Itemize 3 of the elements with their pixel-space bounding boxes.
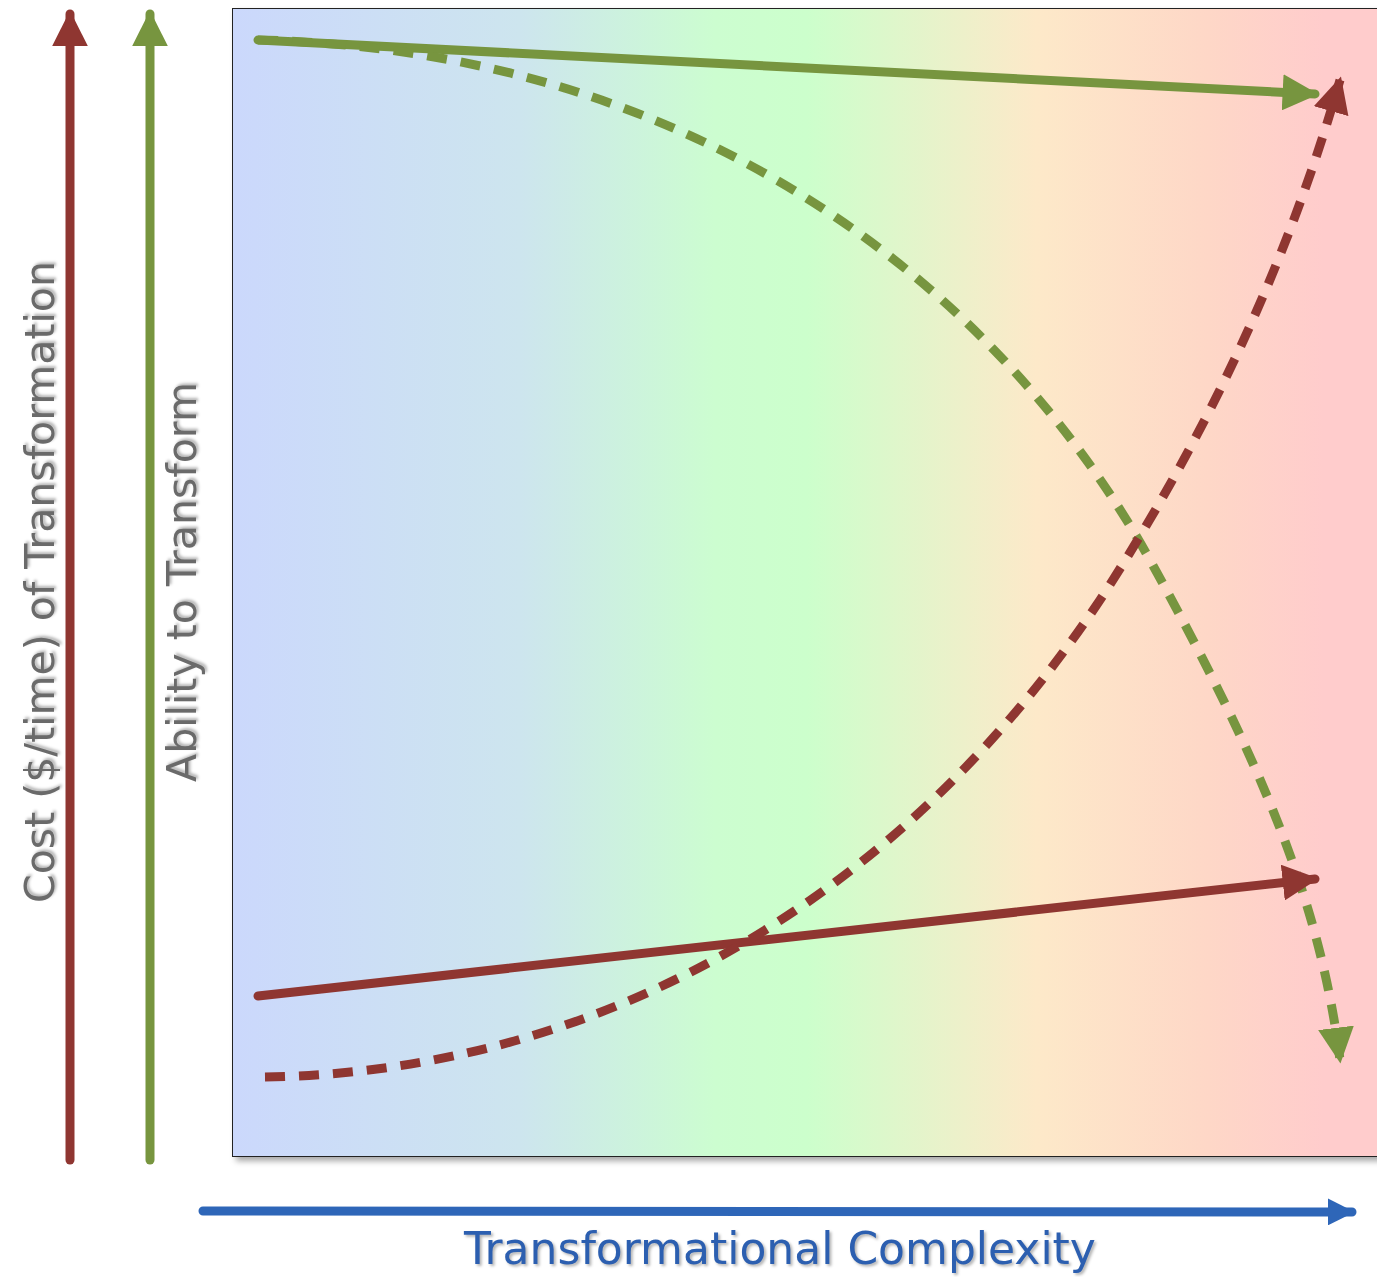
x-axis-label: Transformational Complexity: [464, 1227, 1096, 1271]
y-axis-label: Cost ($/time) of Transformation: [19, 261, 61, 903]
y-axis-label: Ability to Transform: [161, 382, 203, 782]
